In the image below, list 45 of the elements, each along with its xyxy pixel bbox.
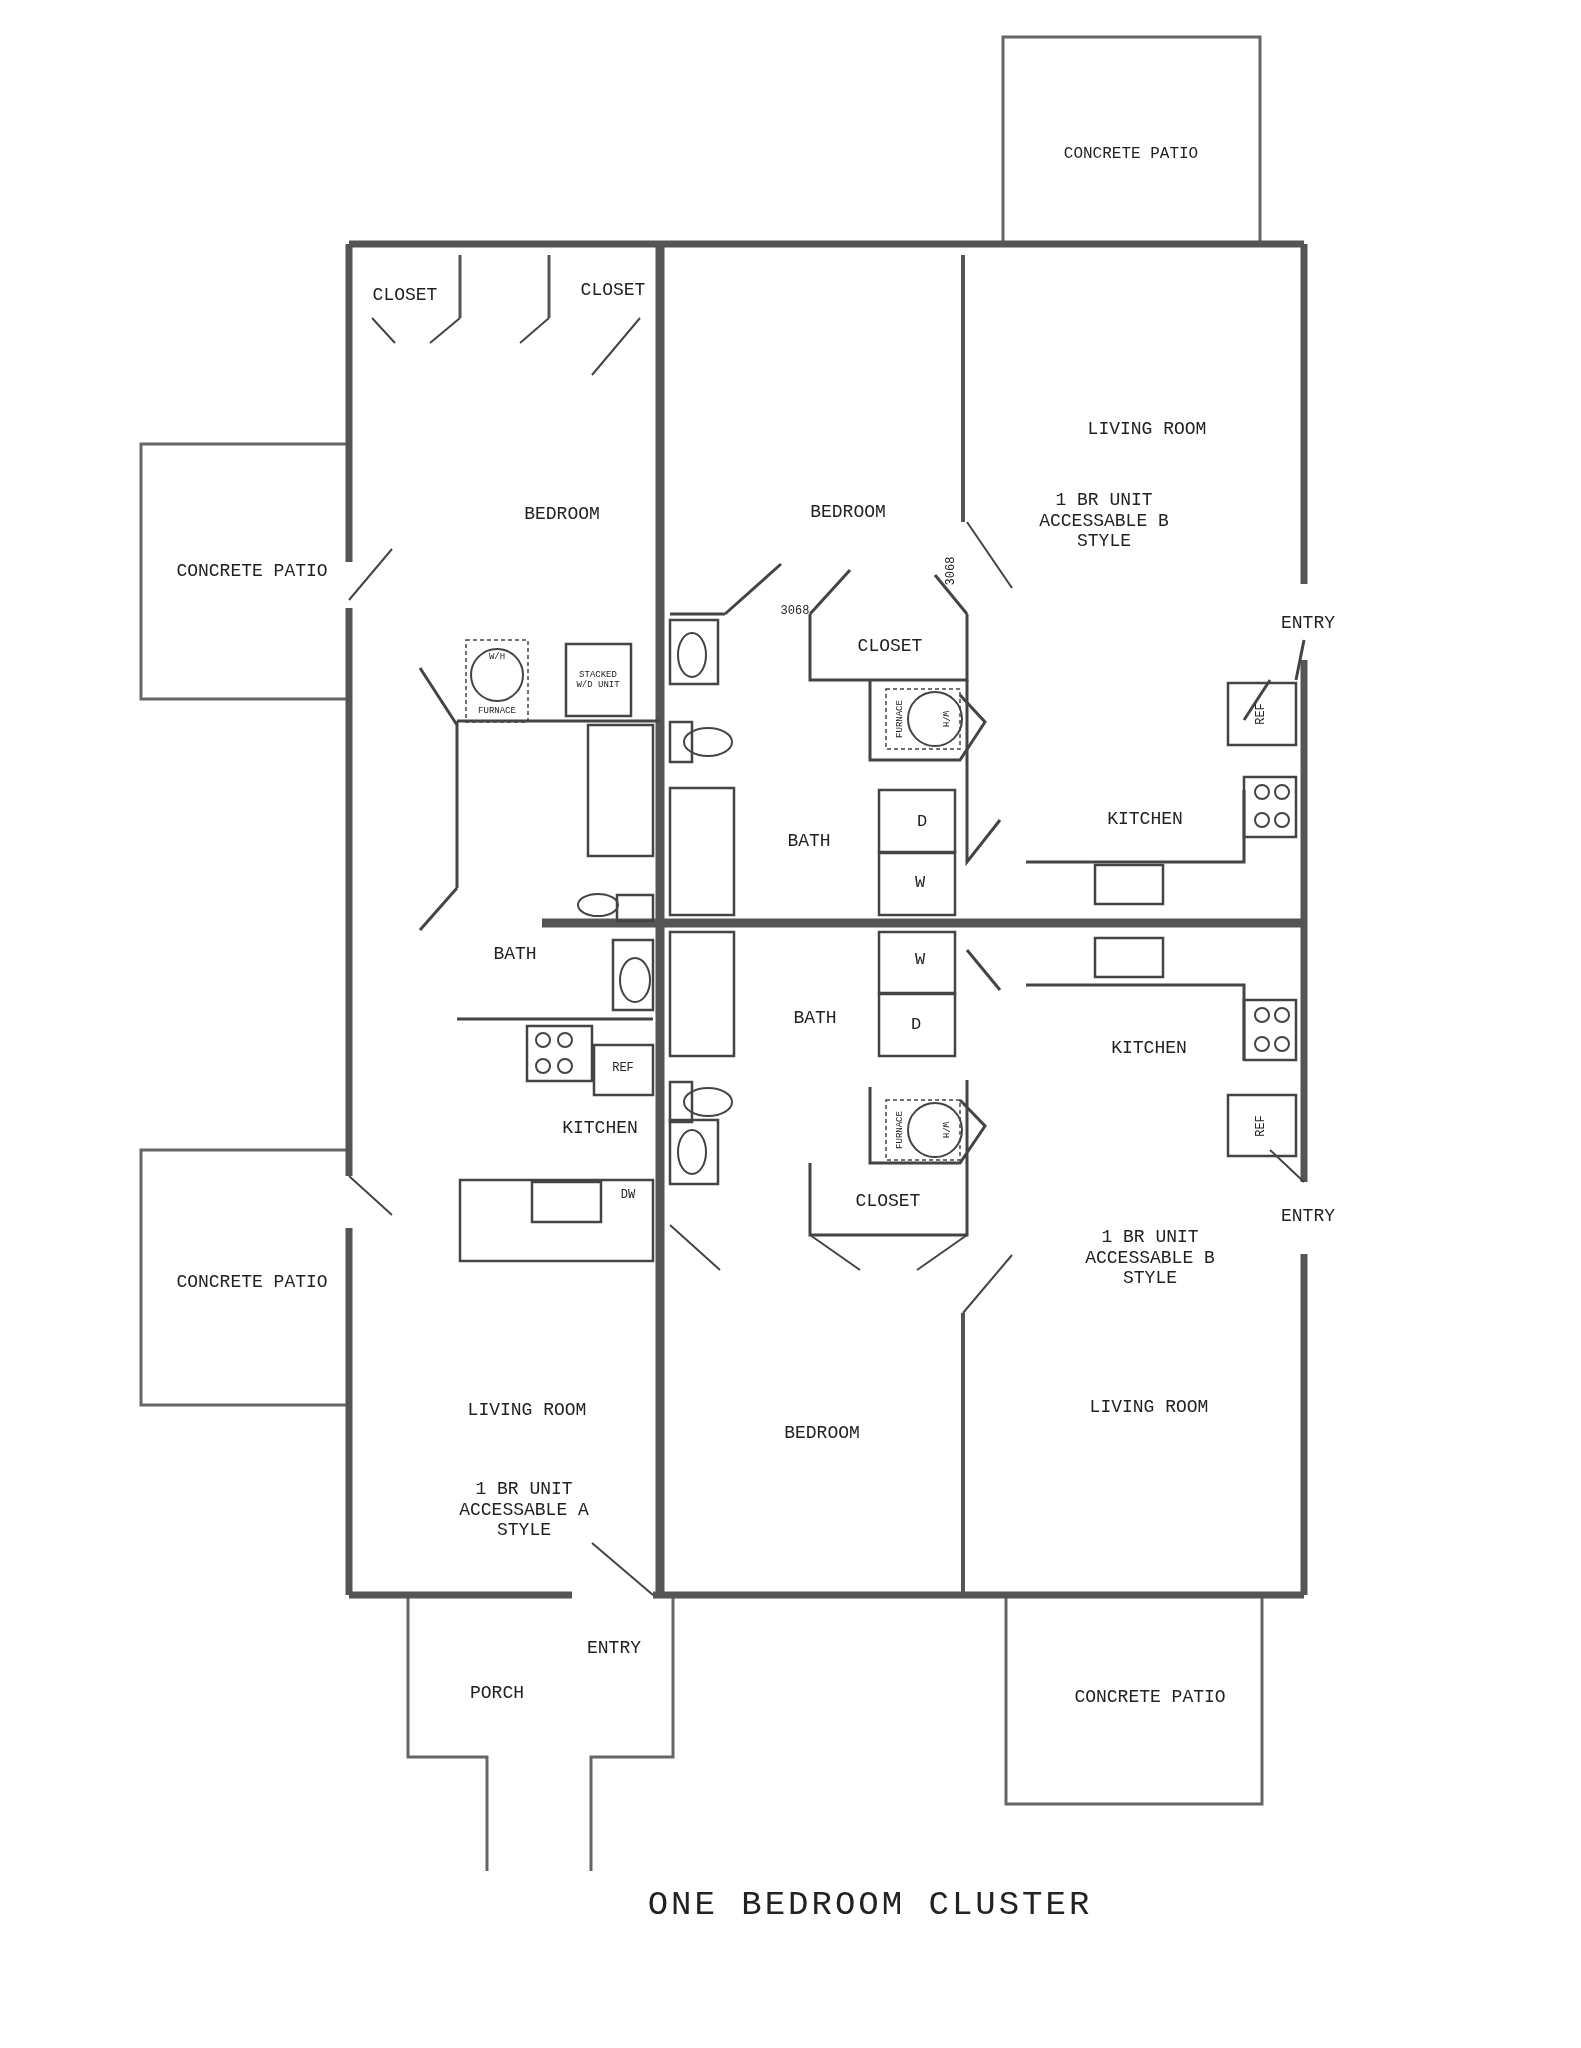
fixture-label: W/H (488, 651, 506, 663)
patio-label: PORCH (470, 1682, 524, 1704)
fixture-label: W/H (939, 1121, 951, 1139)
room-label: KITCHEN (1107, 808, 1183, 830)
room-label: CLOSET (857, 635, 923, 657)
entry-label: ENTRY (587, 1637, 641, 1659)
room-label: CLOSET (855, 1190, 921, 1212)
room-label: BATH (493, 943, 537, 965)
room-label: BEDROOM (784, 1422, 860, 1444)
room-label: LIVING ROOM (467, 1399, 587, 1421)
fixture-label: FURNACE (478, 705, 516, 717)
fixture-label: D (910, 1015, 922, 1035)
patio-label: CONCRETE PATIO (176, 560, 328, 582)
room-label: LIVING ROOM (1089, 1396, 1209, 1418)
fixture-label: REF (1255, 703, 1269, 725)
room-label: CLOSET (372, 284, 438, 306)
patio-label: CONCRETE PATIO (1063, 144, 1199, 164)
fixture-label: W/H (939, 710, 951, 728)
plan-title: ONE BEDROOM CLUSTER (647, 1886, 1093, 1926)
patio-label: CONCRETE PATIO (176, 1271, 328, 1293)
entry-label: ENTRY (1281, 1205, 1335, 1227)
fixture-label: STACKED W/D UNIT (575, 669, 621, 691)
fixture-label: W (914, 950, 926, 970)
room-label: CLOSET (580, 279, 646, 301)
fixture-label: REF (1255, 1115, 1269, 1137)
room-label: KITCHEN (1111, 1037, 1187, 1059)
room-label: BEDROOM (524, 503, 600, 525)
fixture-label: D (916, 812, 928, 832)
room-label: BATH (793, 1007, 837, 1029)
room-label: BEDROOM (810, 501, 886, 523)
door-size-label: 3068 (780, 605, 810, 619)
room-label: KITCHEN (562, 1117, 638, 1139)
door-size-label: 3068 (945, 556, 959, 586)
unit-label: 1 BR UNIT ACCESSABLE B STYLE (1084, 1226, 1216, 1290)
room-label: LIVING ROOM (1087, 418, 1207, 440)
fixture-label: REF (612, 1062, 634, 1076)
fixture-label: DW (620, 1189, 636, 1203)
unit-label: 1 BR UNIT ACCESSABLE A STYLE (458, 1478, 590, 1542)
entry-label: ENTRY (1281, 612, 1335, 634)
patio-label: CONCRETE PATIO (1074, 1686, 1226, 1708)
fixture-label: FURNACE (894, 1111, 906, 1149)
unit-label: 1 BR UNIT ACCESSABLE B STYLE (1038, 489, 1170, 553)
room-label: BATH (787, 830, 831, 852)
fixture-label: FURNACE (894, 700, 906, 738)
fixture-label: W (914, 873, 926, 893)
